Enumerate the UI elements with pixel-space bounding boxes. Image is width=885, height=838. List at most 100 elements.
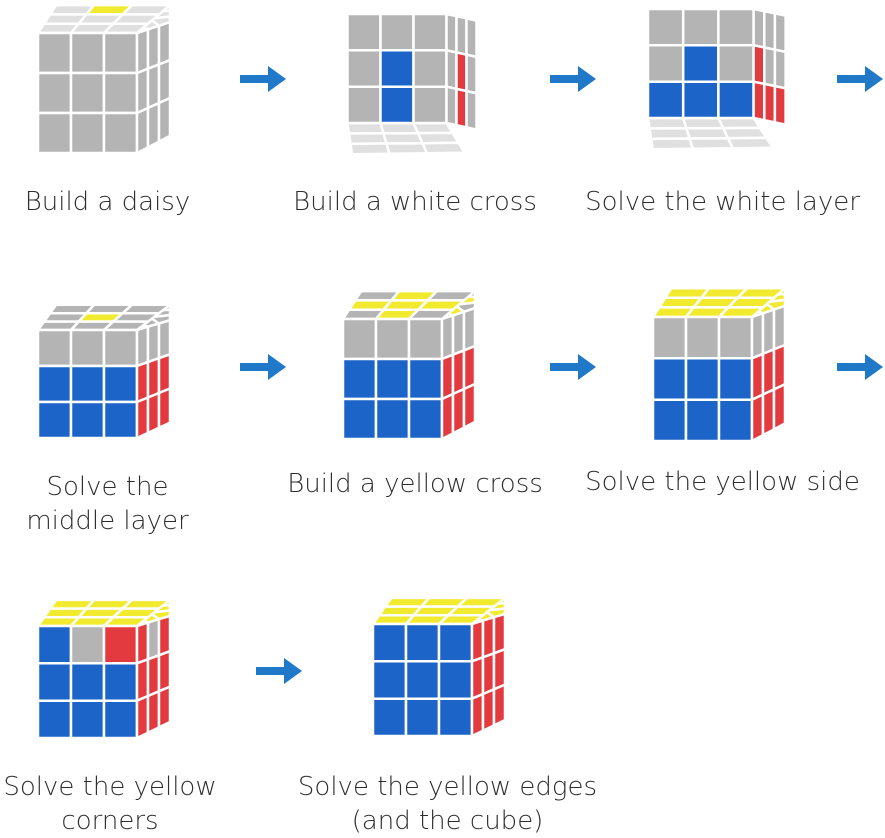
side-red-sticker — [772, 343, 787, 391]
side-gray-sticker — [157, 20, 172, 66]
side-red-sticker — [451, 387, 466, 435]
bottom-white-sticker — [648, 127, 691, 141]
step-label: Build a yellow cross — [287, 469, 543, 499]
side-red-sticker — [481, 615, 496, 659]
front-blue-sticker — [437, 622, 474, 663]
side-red-sticker — [135, 621, 150, 665]
front-red-sticker — [102, 624, 139, 665]
side-gray-sticker — [772, 304, 787, 351]
side-red-sticker — [470, 656, 485, 700]
side-red-sticker — [492, 612, 507, 655]
bottom-white-sticker — [379, 121, 420, 135]
side-red-sticker — [135, 694, 150, 740]
front-blue-sticker — [684, 398, 721, 443]
front-blue-sticker — [404, 660, 441, 700]
front-gray-sticker — [651, 315, 688, 360]
side-red-sticker — [146, 391, 161, 435]
front-blue-sticker — [69, 662, 106, 702]
bottom-white-sticker — [382, 131, 424, 145]
step-label: Solve the yellow side — [585, 467, 860, 497]
front-gray-sticker — [412, 85, 448, 125]
bottom-white-sticker — [349, 142, 391, 156]
side-red-sticker — [462, 382, 477, 429]
front-blue-sticker — [102, 400, 139, 440]
front-gray-sticker — [36, 31, 73, 75]
cube-step-8 — [371, 596, 507, 738]
front-gray-sticker — [346, 85, 382, 125]
side-red-sticker — [481, 652, 496, 696]
front-gray-sticker — [646, 7, 685, 47]
side-gray-sticker — [135, 67, 150, 115]
side-red-sticker — [135, 658, 150, 702]
cube-step-2 — [346, 12, 478, 156]
front-blue-sticker — [437, 660, 474, 700]
front-blue-sticker — [404, 622, 441, 663]
front-blue-sticker — [684, 357, 721, 401]
side-gray-sticker — [146, 617, 161, 661]
side-red-sticker — [451, 349, 466, 396]
arrow-icon — [256, 658, 302, 684]
front-gray-sticker — [717, 44, 755, 83]
bottom-white-sticker — [685, 126, 730, 140]
side-gray-sticker — [761, 308, 776, 356]
front-blue-sticker — [69, 699, 106, 740]
side-red-sticker — [135, 360, 150, 404]
front-blue-sticker — [437, 697, 474, 738]
bottom-white-sticker — [385, 141, 429, 156]
side-gray-sticker — [750, 312, 765, 360]
front-blue-sticker — [36, 662, 73, 702]
front-blue-sticker — [379, 85, 415, 125]
bottom-white-sticker — [681, 116, 725, 130]
front-blue-sticker — [651, 357, 688, 401]
side-gray-sticker — [146, 322, 161, 364]
front-gray-sticker — [69, 111, 106, 155]
front-blue-sticker — [717, 80, 755, 120]
front-blue-sticker — [371, 660, 408, 700]
bottom-white-sticker — [726, 136, 775, 150]
front-gray-sticker — [681, 7, 720, 47]
front-gray-sticker — [379, 12, 415, 52]
side-red-sticker — [157, 685, 172, 729]
step-label: Build a white cross — [293, 187, 537, 217]
side-red-sticker — [146, 690, 161, 734]
front-blue-sticker — [404, 697, 441, 738]
side-gray-sticker — [146, 63, 161, 110]
side-gray-sticker — [773, 12, 787, 54]
side-gray-sticker — [763, 9, 777, 51]
side-gray-sticker — [135, 28, 150, 75]
front-blue-sticker — [69, 400, 106, 440]
side-red-sticker — [455, 87, 468, 129]
cube-step-6 — [651, 286, 787, 443]
side-gray-sticker — [440, 314, 455, 361]
side-gray-sticker — [135, 106, 150, 155]
bottom-white-sticker — [717, 116, 762, 130]
front-blue-sticker — [371, 622, 408, 663]
front-blue-sticker — [681, 80, 720, 120]
front-blue-sticker — [36, 624, 73, 665]
side-gray-sticker — [445, 85, 458, 127]
front-gray-sticker — [717, 315, 754, 360]
front-gray-sticker — [412, 12, 448, 52]
front-gray-sticker — [69, 31, 106, 75]
front-gray-sticker — [684, 315, 721, 360]
side-gray-sticker — [773, 48, 787, 90]
side-gray-sticker — [445, 12, 458, 54]
front-blue-sticker — [36, 364, 73, 404]
front-gray-sticker — [646, 44, 685, 83]
side-red-sticker — [492, 683, 507, 727]
side-gray-sticker — [157, 96, 172, 143]
arrow-icon — [837, 66, 883, 92]
front-blue-sticker — [371, 697, 408, 738]
front-blue-sticker — [36, 400, 73, 440]
front-blue-sticker — [341, 357, 378, 401]
side-red-sticker — [763, 82, 777, 124]
front-blue-sticker — [717, 398, 754, 443]
front-blue-sticker — [379, 49, 415, 88]
side-gray-sticker — [445, 49, 458, 91]
front-blue-sticker — [646, 80, 685, 120]
step-label: Build a daisy — [24, 187, 191, 217]
front-blue-sticker — [102, 699, 139, 740]
arrow-icon — [837, 354, 883, 380]
front-gray-sticker — [69, 71, 106, 115]
side-red-sticker — [761, 388, 776, 437]
